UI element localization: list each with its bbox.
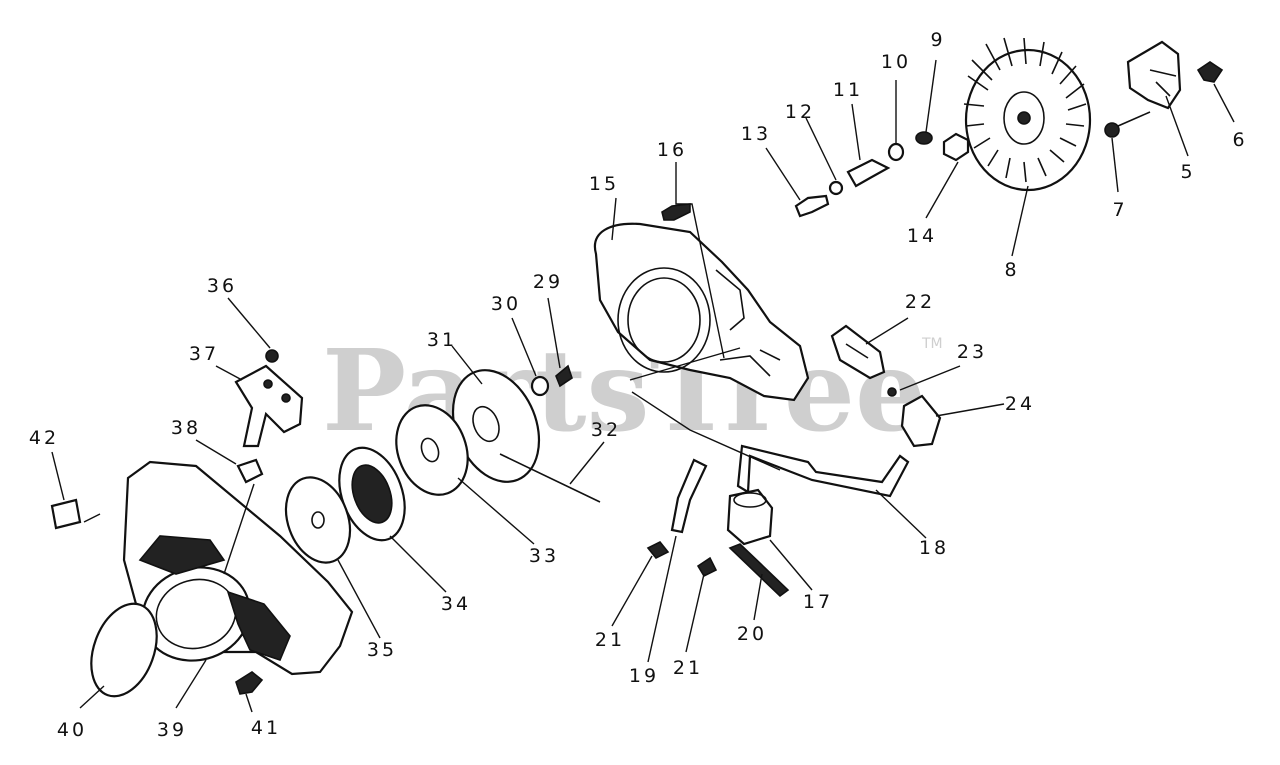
part-nut-36 — [265, 349, 279, 363]
callout-36: 36 — [207, 275, 237, 297]
callout-23: 23 — [957, 341, 987, 363]
part-boot — [900, 394, 942, 448]
part-washer — [887, 142, 905, 162]
callout-34: 34 — [441, 593, 471, 615]
callout-42: 42 — [29, 427, 59, 449]
callout-15: 15 — [589, 173, 619, 195]
part-starter-handle — [234, 364, 304, 448]
part-screen-cover — [90, 602, 158, 698]
callout-16: 16 — [657, 139, 687, 161]
callout-29: 29 — [533, 271, 563, 293]
part-spark-plug — [830, 324, 886, 380]
callout-35: 35 — [367, 639, 397, 661]
callout-5: 5 — [1180, 161, 1195, 183]
callout-21-right: 21 — [673, 657, 703, 679]
parts — [50, 37, 1224, 698]
callout-6: 6 — [1232, 129, 1247, 151]
callout-22: 22 — [905, 291, 935, 313]
callout-41: 41 — [251, 717, 281, 739]
part-screw-21a — [646, 540, 670, 560]
callout-17: 17 — [803, 591, 833, 613]
part-switch — [846, 158, 891, 188]
part-rewind-spring — [338, 446, 406, 542]
part-pulley — [451, 369, 541, 483]
callout-10: 10 — [881, 51, 911, 73]
part-lockwasher — [828, 180, 844, 196]
part-clip — [1196, 61, 1224, 83]
callout-18: 18 — [919, 537, 949, 559]
part-key — [915, 131, 933, 145]
callout-40: 40 — [57, 719, 87, 741]
callout-37: 37 — [189, 343, 219, 365]
part-flywheel — [963, 37, 1092, 192]
callout-19: 19 — [629, 665, 659, 687]
callout-30: 30 — [491, 293, 521, 315]
callout-7: 7 — [1112, 199, 1127, 221]
part-disc-35 — [284, 476, 352, 564]
part-rope-guide — [236, 458, 264, 484]
part-screw-13 — [794, 194, 830, 218]
callout-33: 33 — [529, 545, 559, 567]
part-washer-30 — [530, 375, 550, 397]
part-bracket-cover — [1126, 40, 1182, 110]
part-ignition-coil — [726, 488, 774, 546]
callout-12: 12 — [785, 101, 815, 123]
part-screw-21b — [696, 556, 718, 578]
watermark-trademark: TM — [921, 336, 943, 352]
part-label — [50, 498, 82, 530]
part-starter-rope — [499, 453, 601, 503]
callout-9: 9 — [930, 29, 945, 51]
callout-31: 31 — [427, 329, 457, 351]
callout-38: 38 — [171, 417, 201, 439]
callout-39: 39 — [157, 719, 187, 741]
part-spring-plate — [395, 404, 469, 496]
leader-lines — [51, 59, 1235, 713]
part-pin — [887, 387, 897, 397]
callout-21-left: 21 — [595, 629, 625, 651]
part-nut — [942, 132, 970, 162]
callout-20: 20 — [737, 623, 767, 645]
part-screw-29 — [555, 364, 573, 388]
callout-8: 8 — [1004, 259, 1019, 281]
callout-13: 13 — [741, 123, 771, 145]
part-wire-20 — [728, 543, 790, 598]
callout-labels: 9 10 11 12 13 16 15 14 8 7 5 6 36 37 29 … — [29, 29, 1247, 741]
part-fan-housing — [593, 222, 810, 402]
part-screw-16 — [661, 203, 691, 221]
part-screw-41 — [235, 671, 264, 695]
callout-24: 24 — [1005, 393, 1035, 415]
part-wire-19 — [670, 458, 708, 534]
part-starter-housing — [122, 460, 354, 676]
callout-14: 14 — [907, 225, 937, 247]
callout-11: 11 — [833, 79, 863, 101]
part-stud — [1104, 111, 1151, 138]
part-ignition-lead — [736, 444, 910, 498]
callout-32: 32 — [591, 419, 621, 441]
